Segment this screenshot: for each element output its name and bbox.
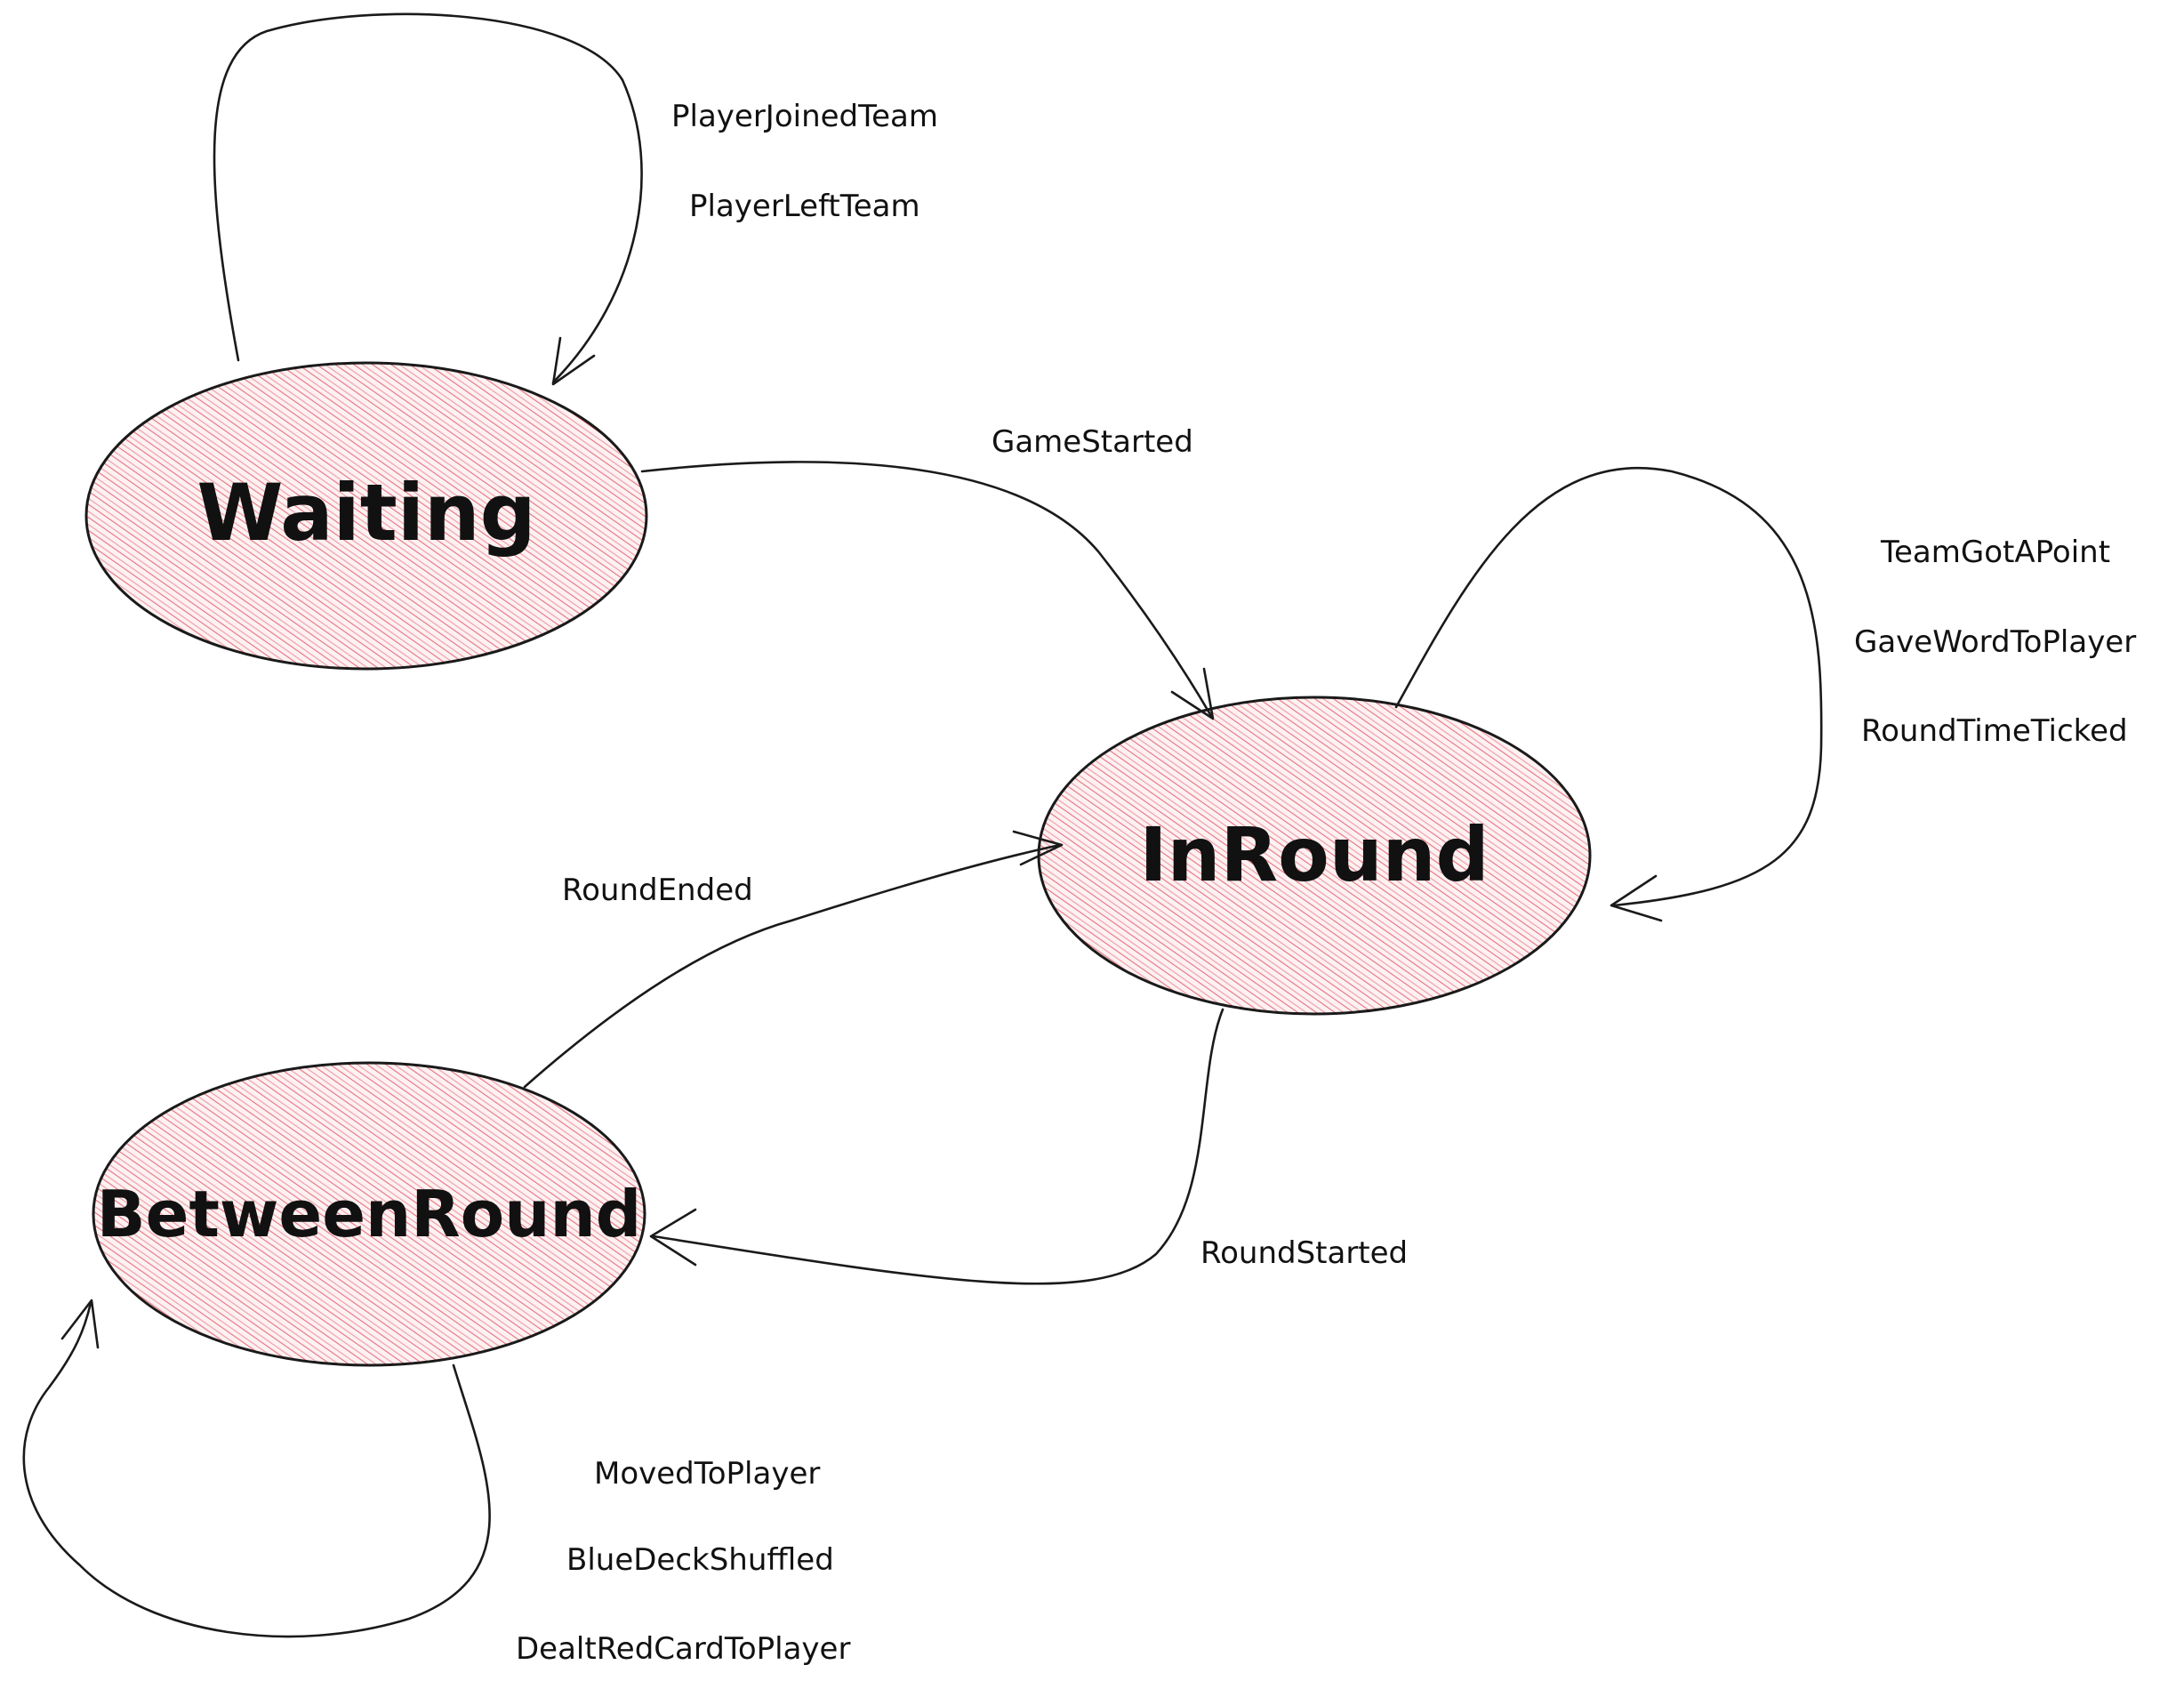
edge-label-blue-deck-shuffled: BlueDeckShuffled xyxy=(566,1542,834,1578)
state-waiting: Waiting xyxy=(84,361,648,671)
state-inround: InRound xyxy=(1037,696,1592,1016)
edge-label-dealt-red-card-to-player: DealtRedCardToPlayer xyxy=(516,1631,850,1667)
edge-label-player-joined-team: PlayerJoinedTeam xyxy=(671,99,938,134)
state-betweenround-label: BetweenRound xyxy=(97,1177,642,1251)
state-inround-label: InRound xyxy=(1139,811,1489,898)
state-waiting-shape xyxy=(84,361,648,671)
arrowhead-icon xyxy=(551,336,596,386)
edge-betweenround-self-line xyxy=(22,1301,491,1638)
edge-label-team-got-a-point: TeamGotAPoint xyxy=(1880,535,2110,570)
arrowhead-icon xyxy=(1170,667,1215,720)
edge-inround-to-betweenround xyxy=(649,1008,1224,1285)
state-betweenround: BetweenRound xyxy=(92,1061,646,1367)
edge-waiting-to-inround-line xyxy=(640,461,1213,718)
edge-label-moved-to-player: MovedToPlayer xyxy=(594,1456,820,1492)
edge-label-gave-word-to-player: GaveWordToPlayer xyxy=(1854,624,2136,660)
edge-waiting-self-line xyxy=(213,12,643,384)
edge-waiting-self xyxy=(213,12,643,386)
edge-label-player-left-team: PlayerLeftTeam xyxy=(689,189,920,224)
edge-betweenround-to-inround xyxy=(523,830,1064,1089)
arrowhead-icon xyxy=(649,1208,697,1267)
edge-inround-to-betweenround-line xyxy=(652,1008,1224,1285)
arrowhead-icon xyxy=(1012,830,1064,866)
state-waiting-label: Waiting xyxy=(197,467,535,559)
edge-betweenround-to-inround-line xyxy=(523,843,1062,1089)
state-betweenround-shape xyxy=(92,1061,646,1367)
arrowhead-icon xyxy=(1610,874,1663,922)
edge-label-round-time-ticked: RoundTimeTicked xyxy=(1861,713,2128,749)
edge-label-game-started: GameStarted xyxy=(992,424,1193,460)
edge-label-round-ended: RoundEnded xyxy=(562,873,753,908)
arrowhead-icon xyxy=(60,1299,100,1349)
edge-inround-self xyxy=(1394,466,1823,922)
edge-waiting-to-inround xyxy=(640,461,1215,720)
edge-label-round-started: RoundStarted xyxy=(1200,1235,1408,1271)
edge-betweenround-self xyxy=(22,1299,491,1638)
edge-inround-self-line xyxy=(1394,466,1823,907)
